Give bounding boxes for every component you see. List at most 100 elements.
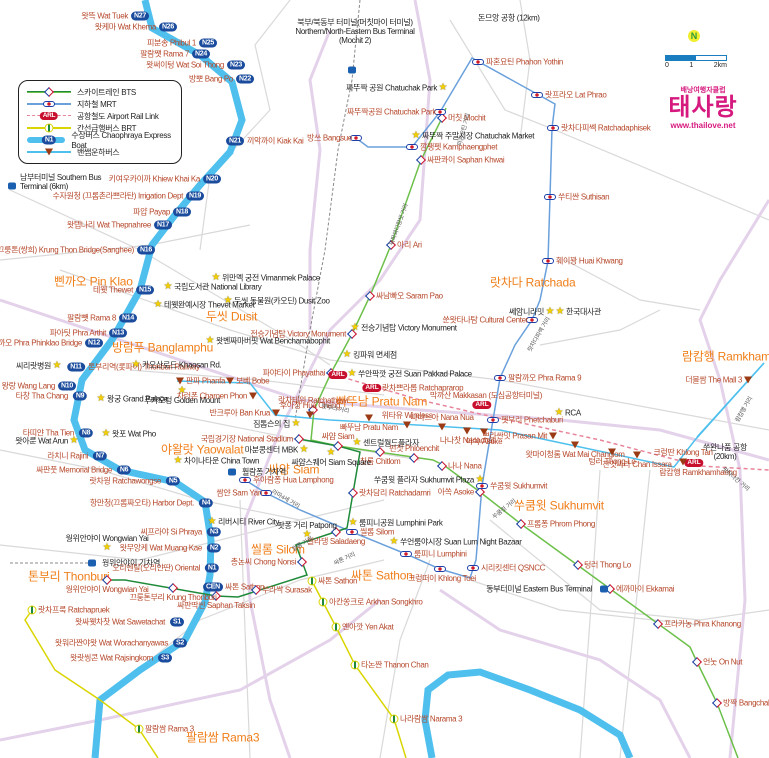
scale-tick: 2km: [713, 62, 727, 69]
landmark-star-icon: ★: [326, 447, 336, 458]
landmark-label: 국립도서관 National Library: [174, 282, 262, 292]
boat-pier-label: 파아팃 Phra Arthit: [49, 328, 107, 338]
district-label: 람캄행 Ramkhamhaen: [682, 349, 769, 364]
boat-pier-label: 팔람쨋 Rama 7: [140, 49, 189, 59]
boat-pier-label: 팔람뺏 Rama 8: [67, 313, 116, 323]
boat-pier-label: 왓뜩 Wat Tuek: [81, 11, 128, 21]
canal-pier-label: 보베 Bobe: [236, 376, 270, 386]
brt-station-label: 팔람쌈 Rama 3: [145, 724, 194, 734]
pier-icon: [45, 148, 53, 156]
landmark-label: 짜뚜짝 공원 Chatuchak Park: [346, 83, 437, 93]
bts-station-label: 프롬퐁 Phrom Phong: [527, 519, 595, 529]
landmark-star-icon: ★: [350, 322, 360, 333]
landmark-star-icon: ★: [101, 428, 111, 439]
mrt-station-label: 쑤티싼 Suthisan: [558, 192, 610, 202]
arl-icon: ARL: [39, 112, 59, 120]
logo-url[interactable]: www.thailove.net: [670, 121, 736, 130]
mrt-station-label: 후아람퐁 Hua Lamphong: [253, 475, 334, 485]
district-label: 씰롬 Silom: [251, 542, 305, 557]
mrt-station-icon: [472, 59, 484, 65]
bus-icon: [348, 66, 356, 74]
landmark-label: 쎄암니라밋: [508, 307, 544, 317]
thailove-logo[interactable]: 배낭여행자클럽 태사랑 www.thailove.net: [658, 85, 748, 130]
canal-pier-label: 나나느아 Nana Nua: [410, 413, 474, 422]
mrt-station-icon: [494, 375, 506, 381]
mrt-station-label: 쑨왓타나탐 Cultural Center: [442, 315, 529, 325]
boat-pier-badge: N3: [206, 527, 222, 537]
boat-pier-badge: N4: [198, 498, 214, 508]
mrt-station-icon: [434, 109, 446, 115]
bts-station-label: 국립경기장 National Stadium: [200, 434, 294, 444]
boat-pier-badge: N20: [203, 174, 221, 184]
landmark-label: 마분콩센터 MBK: [244, 445, 299, 455]
boat-pier-badge: N22: [236, 74, 254, 84]
hua-lamphong-railway-label: 훨람퐁 기차역: [242, 467, 286, 477]
scale-tick: 0: [665, 62, 669, 69]
canal-pier-icon: [463, 427, 471, 435]
legend-label: 밴쌥운하버스: [77, 147, 120, 157]
landmark-star-icon: ★: [302, 529, 312, 540]
canal-pier-icon: [744, 376, 752, 384]
logo-name: 태사랑: [668, 94, 738, 121]
landmark-label: 웡위안야이 Wongwian Yai: [65, 534, 149, 543]
landmark-star-icon: ★: [352, 437, 362, 448]
mrt-station-label: 크렁떠이 Khlong Toei: [408, 574, 476, 583]
landmark-label: 차이나타운 China Town: [184, 456, 260, 466]
canal-pier-icon: [608, 448, 616, 456]
district-label: 야왈랏 Yaowalat: [161, 442, 244, 457]
landmark-star-icon: ★: [177, 385, 187, 396]
canal-pier-label: 위타유 Wireless: [381, 411, 433, 420]
canal-pier-label: 크렁딴 Khlong Tan: [653, 448, 713, 457]
boat-pier-badge: CEN: [203, 582, 223, 592]
mrt-station-icon: [531, 92, 543, 98]
mrt-station-icon: [547, 125, 559, 131]
landmark-star-icon: ★: [554, 407, 564, 418]
boat-pier-label: 왓싸웻차찻 Wat Sawetachat: [75, 617, 165, 627]
mrt-station-label: 씰롬 Silom: [360, 527, 395, 537]
landmark-label: 쑤안팍깟 궁전 Suan Pakkad Palace: [358, 369, 472, 379]
arl-station-label: 랏차쁘라롭 Ratchaprarop: [382, 383, 464, 393]
district-label: 방람푸 Banglamphu: [112, 340, 214, 355]
boat-pier-label: 수자원청 (끄롬촌라쁘라탄) Irrigation Dept: [52, 191, 184, 201]
bts-station-label: 랏차담리 Ratchadamri: [359, 488, 431, 498]
boat-pier-badge: N5: [165, 476, 181, 486]
legend-label: 스카이트레인 BTS: [77, 87, 136, 97]
landmark-label: 왕궁 Grand Palace: [107, 394, 168, 404]
boat-pier-badge: N7: [92, 451, 108, 461]
bts-silom-line: [107, 438, 361, 598]
legend-canal: 밴쌥운하버스: [27, 146, 173, 158]
mrt-station-icon: [239, 477, 251, 483]
mrt-station-icon: [467, 565, 479, 571]
brt-station-icon: [27, 605, 37, 615]
landmark-label: 위만멕 궁전 Vimanmek Palace: [222, 273, 320, 283]
mrt-line: [244, 56, 556, 579]
canal-east: [696, 362, 765, 438]
landmark-label: 킹파워 면세점: [353, 350, 397, 360]
canal-pier-icon: [403, 421, 411, 429]
landmark-star-icon: ★: [131, 359, 141, 370]
legend-label: 공항철도 Airport Rail Link: [77, 111, 159, 121]
southern-bus-terminal-label: 남부터미널 Southern Bus Terminal (6km): [20, 173, 102, 191]
bts-station-label: 웡위안야이 Wongwian Yai: [65, 585, 149, 594]
boat-pier-badge: N8: [78, 428, 94, 438]
canal-pier-icon: [365, 414, 373, 422]
boat-pier-badge: N17: [154, 220, 172, 230]
boat-pier-label: 왓써이텅 Wat Soi Thong: [146, 60, 224, 70]
brt-line-west: [24, 609, 159, 758]
mrt-station-icon: [476, 483, 488, 489]
boat-pier-badge: S2: [173, 638, 187, 648]
mrt-station-icon: [350, 135, 362, 141]
wongwian-yai-railway-label: 웡위안야이 기차역: [102, 558, 160, 568]
bts-station-label: 쌀라댕 Saladaeng: [306, 537, 366, 546]
bts-icon: [44, 87, 54, 97]
boat-pier-label: 키여우카이까 Khiew Khai Ka: [108, 174, 201, 184]
boat-pier-badge: N1: [204, 563, 220, 573]
landmark-label: 푸카오텅 Golden Mount: [144, 396, 220, 405]
logo-subtitle: 배낭여행자클럽: [680, 87, 726, 94]
landmark-label: 왓아룬 Wat Arun: [15, 436, 68, 446]
suvarnabhumi-airport-label: 쑤완나품 공항 (20km): [703, 443, 747, 461]
canal-pier-label: 아쏙 Asoke: [465, 437, 503, 446]
boat-icon: N1: [41, 135, 57, 145]
bts-station-label: 에까마이 Ekkamai: [616, 584, 675, 594]
landmark-star-icon: ★: [205, 335, 215, 346]
